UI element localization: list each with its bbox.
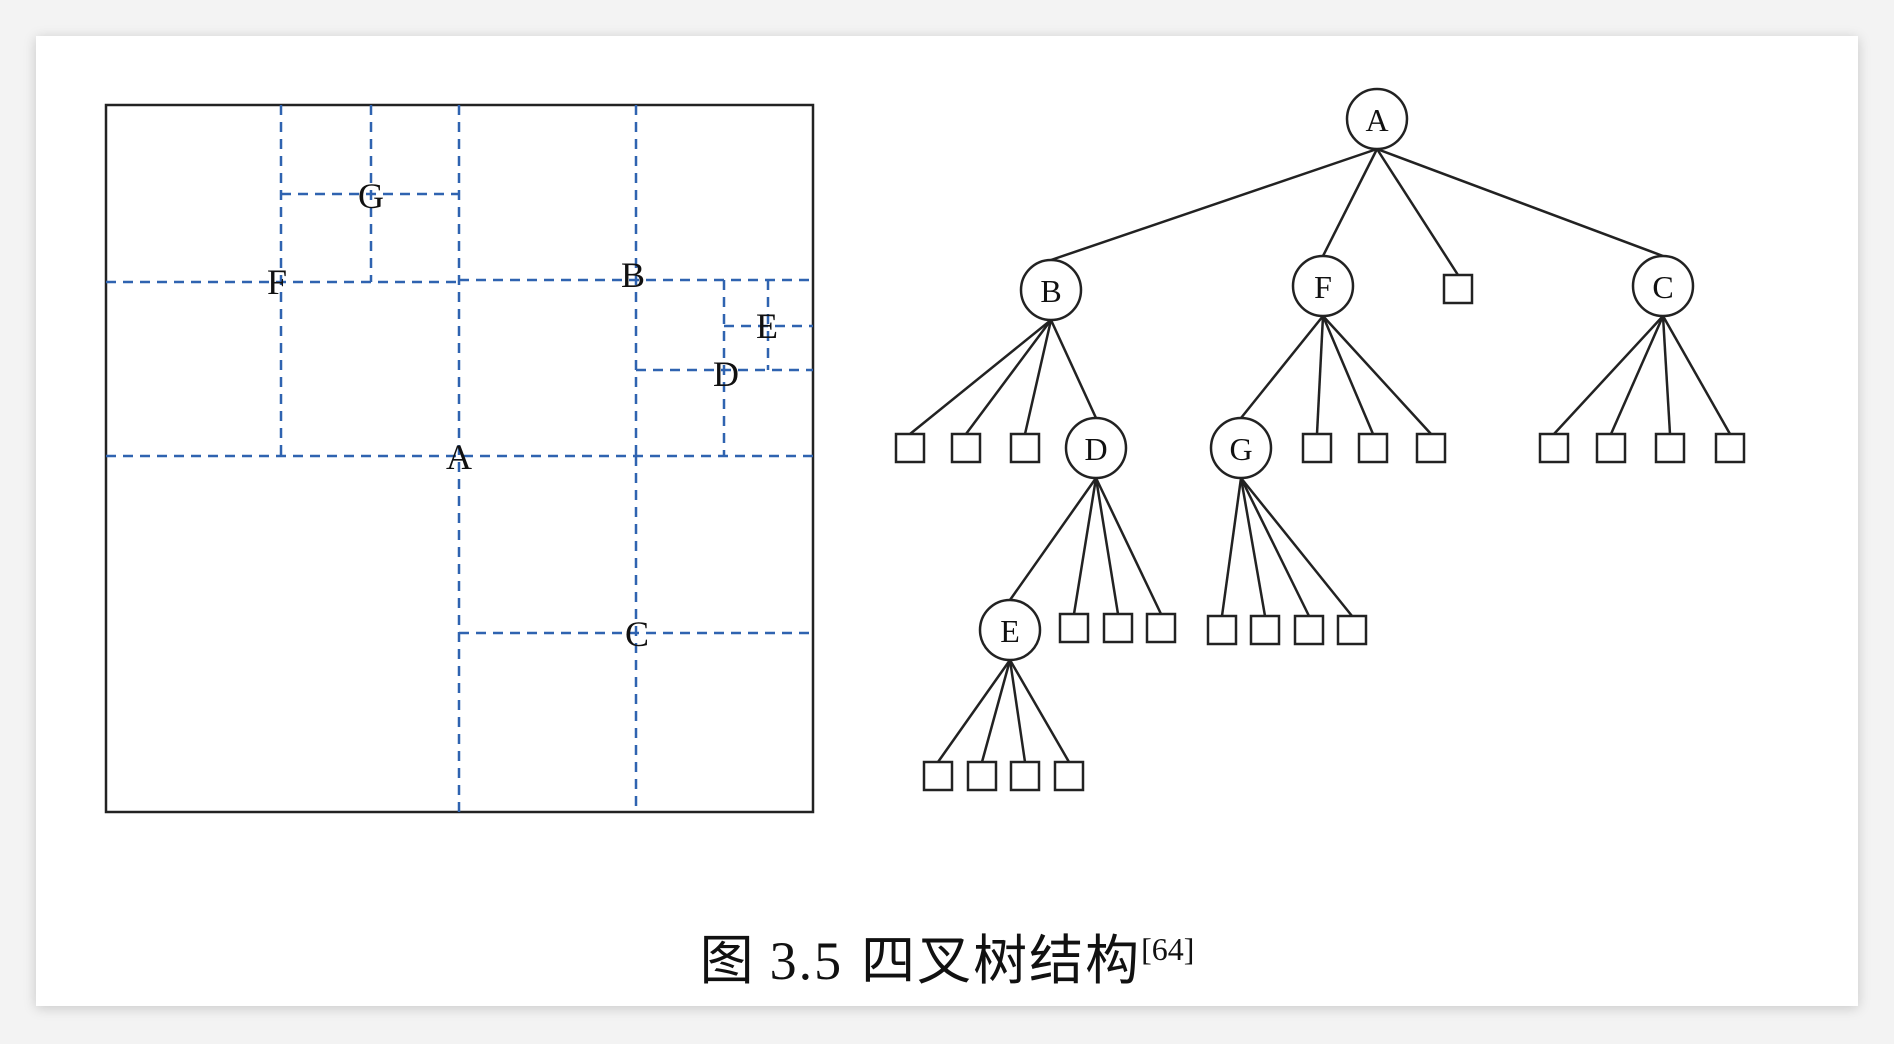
tree-edge xyxy=(1008,659,1027,763)
tree-edge xyxy=(936,659,1012,763)
tree-node-label-c: C xyxy=(1652,269,1673,305)
tree-leaf-node xyxy=(966,760,998,792)
tree-edge xyxy=(1220,477,1243,617)
tree-leaf-node xyxy=(1102,612,1134,644)
tree-edge xyxy=(1050,147,1378,262)
tree-edge xyxy=(1240,315,1324,419)
partition-label-f: F xyxy=(267,262,287,302)
caption-reference: [64] xyxy=(1141,931,1195,967)
tree-edge xyxy=(1008,659,1071,763)
tree-edge xyxy=(980,659,1012,763)
tree-leaf-node xyxy=(1595,432,1627,464)
tree-node-label-a: A xyxy=(1365,102,1388,138)
tree-leaf-node xyxy=(950,432,982,464)
tree-edge xyxy=(1008,477,1098,601)
partition-label-g: G xyxy=(358,176,384,216)
tree-leaf-node xyxy=(1336,614,1368,646)
tree-leaf-node xyxy=(1058,612,1090,644)
tree-node-label-d: D xyxy=(1084,431,1107,467)
tree-leaf-node xyxy=(1249,614,1281,646)
tree-leaf-node xyxy=(1714,432,1746,464)
spatial-partition-panel: G F B E D A C xyxy=(104,103,815,814)
tree-edge xyxy=(1094,477,1120,615)
tree-leaf-node xyxy=(1009,432,1041,464)
tree-leaf-node xyxy=(1442,273,1474,305)
tree-node-g xyxy=(1209,416,1273,480)
tree-node-label-b: B xyxy=(1040,273,1061,309)
tree-leaf-node xyxy=(1053,760,1085,792)
tree-edge xyxy=(1322,315,1432,435)
tree-edge xyxy=(1609,315,1665,435)
tree-node-b xyxy=(1019,258,1083,322)
tree-edge xyxy=(1553,315,1664,435)
tree-edge xyxy=(1315,315,1325,435)
tree-node-label-e: E xyxy=(1000,613,1020,649)
tree-leaf-node xyxy=(1415,432,1447,464)
tree-edges xyxy=(909,147,1732,763)
caption-title: 四叉树结构 xyxy=(861,929,1142,992)
tree-edge xyxy=(1023,319,1053,435)
tree-edge xyxy=(1375,148,1460,276)
tree-leaf-node xyxy=(922,760,954,792)
tree-node-e xyxy=(978,598,1042,662)
tree-edge xyxy=(964,319,1053,435)
partition-label-b: B xyxy=(621,255,645,295)
partition-label-e: E xyxy=(756,306,778,346)
quadtree-tree-panel: A B F C D G E xyxy=(894,87,1746,792)
partition-label-a: A xyxy=(446,437,472,477)
tree-edge xyxy=(1376,147,1664,258)
tree-leaf-node xyxy=(1538,432,1570,464)
tree-node-c xyxy=(1631,254,1695,318)
tree-leaf-node xyxy=(1145,612,1177,644)
tree-leaf-node xyxy=(894,432,926,464)
tree-edge xyxy=(1072,477,1098,615)
tree-edge xyxy=(1094,477,1163,615)
tree-edge xyxy=(909,319,1052,435)
tree-edge xyxy=(1049,319,1098,419)
tree-edge xyxy=(1661,315,1732,435)
partition-lines xyxy=(106,105,813,812)
tree-nodes: A B F C D G E xyxy=(894,87,1746,792)
quadtree-figure: G F B E D A C A B F C D G E xyxy=(104,87,1746,814)
tree-edge xyxy=(1321,315,1375,435)
tree-leaf-node xyxy=(1293,614,1325,646)
tree-node-label-f: F xyxy=(1314,269,1332,305)
tree-leaf-node xyxy=(1357,432,1389,464)
tree-leaf-node xyxy=(1009,760,1041,792)
tree-edge xyxy=(1240,477,1353,617)
tree-leaf-node xyxy=(1301,432,1333,464)
partition-label-d: D xyxy=(713,354,739,394)
caption-figure-word: 图 xyxy=(699,929,756,992)
tree-edge xyxy=(1239,477,1267,617)
tree-edge xyxy=(1239,477,1311,617)
tree-leaf-node xyxy=(1206,614,1238,646)
tree-edge xyxy=(1321,148,1379,257)
tree-node-label-g: G xyxy=(1229,431,1252,467)
tree-edge xyxy=(1661,315,1672,435)
caption-figure-number: 3.5 xyxy=(769,931,844,991)
tree-node-f xyxy=(1291,254,1355,318)
tree-node-a xyxy=(1345,87,1409,151)
partition-label-c: C xyxy=(625,614,649,654)
tree-node-d xyxy=(1064,416,1128,480)
tree-leaf-node xyxy=(1654,432,1686,464)
